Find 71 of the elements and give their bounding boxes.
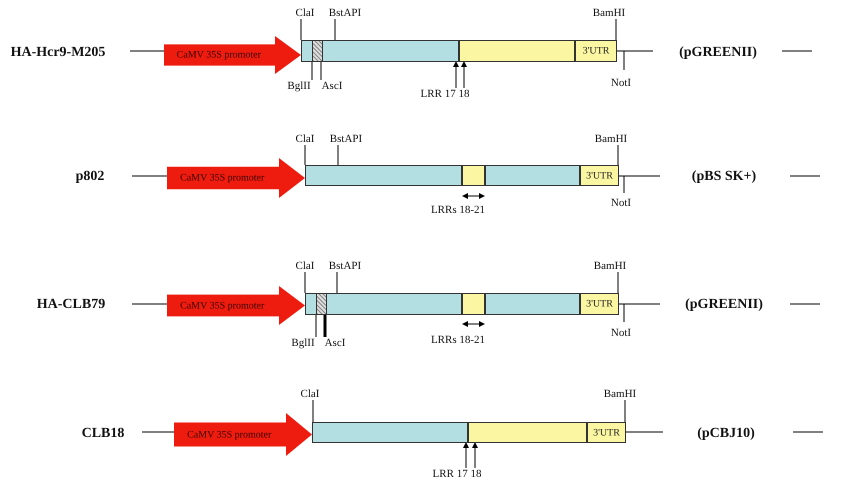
utr-label: 3'UTR [585,170,614,181]
coding-segment [462,293,485,315]
utr-label: 3'UTR [582,46,610,56]
promoter-label: CaMV 35S promoter [179,172,266,184]
coding-segment [462,165,485,186]
restriction-site-label: BamHI [594,260,626,272]
restriction-site-label: BamHI [592,7,626,19]
restriction-site-tick [320,60,322,80]
restriction-site-tick [324,314,326,337]
restriction-site-label: ClaI [296,133,314,145]
lrr-label: LRRs 18-21 [430,204,486,216]
restriction-site-label: ClaI [296,7,314,19]
utr-label: 3'UTR [585,298,614,310]
vector-name: (pGREENII) [679,47,757,59]
construct-name: HA-Hcr9-M205 [10,47,106,59]
construct-name: CLB18 [82,428,124,440]
vector-name: (pCBJ10) [697,428,755,440]
restriction-site-label: ClaI [296,260,314,272]
promoter-label: CaMV 35S promoter [176,50,262,60]
lrr-label: LRR 17 18 [432,468,482,480]
coding-segment [485,165,580,186]
construct-name: HA-CLB79 [36,299,106,311]
promoter-arrow [164,36,301,74]
leader-arrow [463,442,469,468]
hatched-segment [312,40,323,62]
coding-segment [305,293,462,315]
promoter-label: CaMV 35S promoter [179,300,266,311]
promoter-arrow [167,286,305,325]
restriction-site-label: AscI [322,80,342,92]
vector-name: (pGREENII) [685,299,763,311]
restriction-site-label: BglII [287,80,311,92]
restriction-site-label: BstAPI [330,133,362,145]
restriction-site-tick [304,144,306,166]
promoter-arrow [167,158,305,198]
coding-segment [459,40,575,62]
leader-arrow [461,61,467,88]
restriction-site-tick [624,400,626,422]
coding-segment [312,422,468,443]
lrr-label: LRRs 18-21 [430,334,486,346]
coding-segment [485,293,580,315]
restriction-site-label: BamHI [604,388,636,400]
restriction-site-label: NotI [610,327,632,339]
hatched-segment [316,293,327,315]
restriction-site-label: NotI [610,197,632,209]
restriction-site-label: BamHI [594,133,628,145]
restriction-site-label: NotI [610,77,632,89]
promoter-arrow [174,413,312,456]
restriction-site-label: BstAPI [328,7,362,19]
restriction-site-tick [312,400,314,422]
leader-arrow [453,61,459,88]
coding-segment [305,165,462,186]
utr-label: 3'UTR [592,427,621,438]
restriction-site-label: AscI [324,337,346,349]
coding-segment [301,40,459,62]
vector-name: (pBS SK+) [692,171,756,183]
restriction-site-tick [334,18,336,40]
restriction-site-label: BstAPI [328,260,362,272]
utr-segment [587,422,626,443]
utr-segment [580,293,619,315]
utr-segment [575,40,617,62]
promoter-label: CaMV 35S promoter [186,429,272,440]
lrr-label: LRR 17 18 [420,88,470,100]
leader-arrow [472,442,478,468]
restriction-site-label: BglII [291,337,315,349]
restriction-site-label: ClaI [300,388,320,400]
restriction-site-tick [336,272,338,294]
utr-segment [580,165,619,186]
coding-segment [468,422,587,443]
restriction-site-tick [304,272,306,294]
restriction-site-tick [300,18,302,40]
construct-name: p802 [76,171,104,183]
